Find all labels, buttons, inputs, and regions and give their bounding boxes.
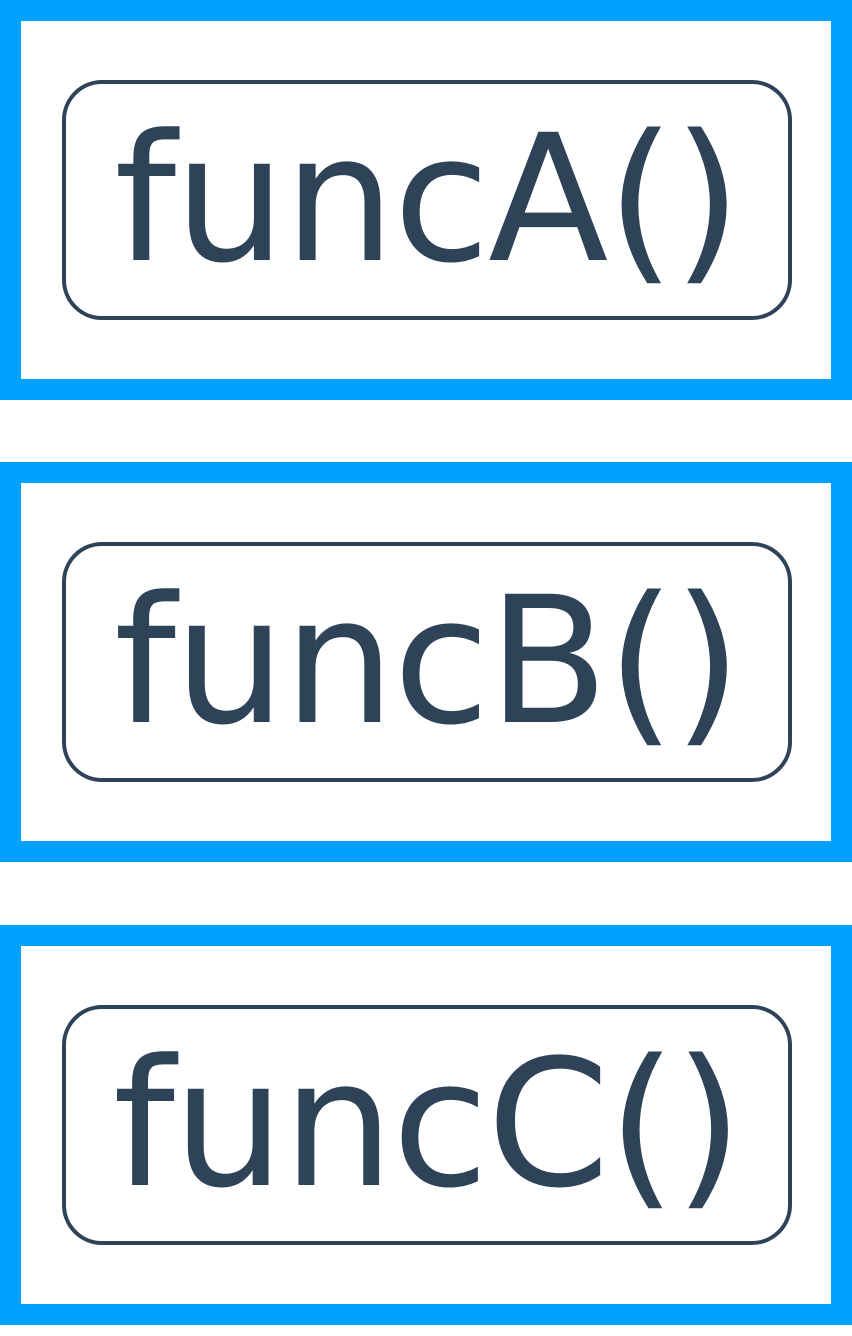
function-frame-c: funcC(): [0, 925, 852, 1325]
function-label-c: funcC(): [112, 1022, 743, 1227]
function-box-c: funcC(): [62, 1005, 792, 1245]
function-label-a: funcA(): [114, 97, 742, 302]
function-box-b: funcB(): [62, 542, 792, 782]
function-box-a: funcA(): [62, 80, 792, 320]
function-frame-a: funcA(): [0, 0, 852, 400]
function-frame-b: funcB(): [0, 462, 852, 862]
function-label-b: funcB(): [114, 559, 742, 764]
